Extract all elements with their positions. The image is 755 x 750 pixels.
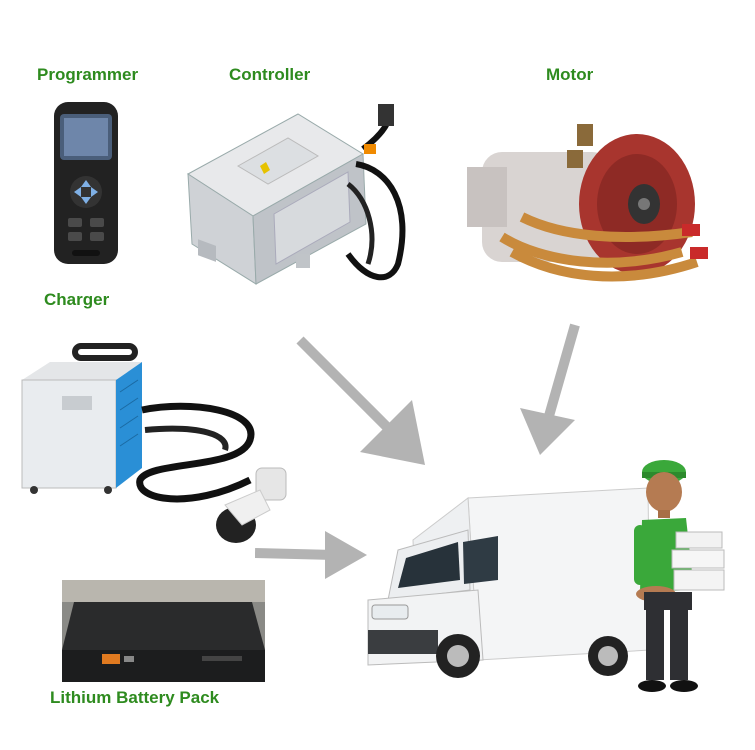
delivery-man-image bbox=[628, 460, 738, 700]
controller-label: Controller bbox=[229, 65, 311, 84]
truck-image bbox=[358, 480, 658, 690]
charger-image bbox=[20, 340, 320, 550]
battery-label: Lithium Battery Pack bbox=[50, 688, 220, 707]
arrow-from-controller bbox=[290, 330, 440, 470]
motor-image bbox=[462, 112, 712, 302]
motor-label: Motor bbox=[546, 65, 594, 84]
arrow-from-charger bbox=[255, 525, 370, 585]
controller-image bbox=[178, 104, 428, 304]
arrow-from-motor bbox=[515, 320, 595, 460]
battery-image bbox=[62, 580, 265, 682]
charger-label: Charger bbox=[44, 290, 110, 309]
programmer-label: Programmer bbox=[37, 65, 139, 84]
programmer-image bbox=[50, 100, 122, 268]
